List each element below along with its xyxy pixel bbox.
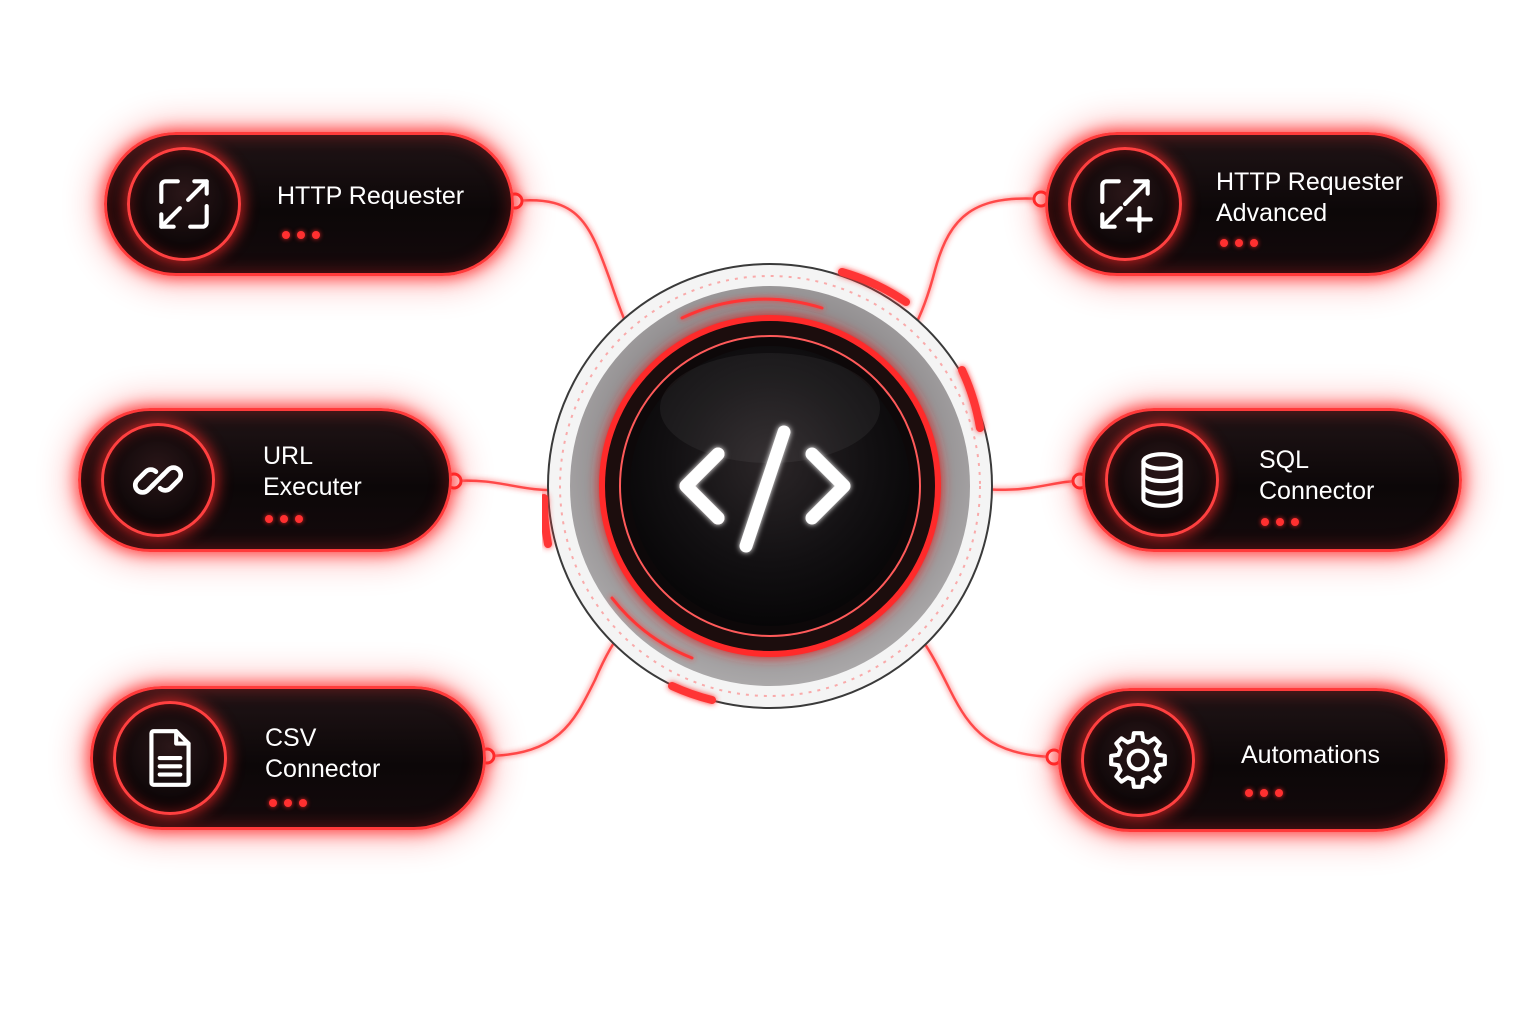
code-icon (679, 425, 851, 553)
link-icon (132, 465, 184, 495)
hub-arc-segment-top (838, 268, 910, 306)
node-icon-ring (113, 701, 227, 815)
more-dots-icon[interactable] (1220, 239, 1258, 247)
node-icon-ring (1105, 423, 1219, 537)
node-csv-connector[interactable]: CSV Connector (90, 686, 486, 830)
node-sql-connector[interactable]: SQL Connector (1082, 408, 1462, 552)
node-label: HTTP Requester Advanced (1216, 168, 1404, 227)
node-http-requester-advanced[interactable]: HTTP Requester Advanced (1045, 132, 1440, 276)
node-icon-ring (1081, 703, 1195, 817)
node-automations[interactable]: Automations (1058, 688, 1448, 832)
hub-arc-segment-left (539, 494, 552, 548)
hub-core-highlight (660, 353, 880, 463)
more-dots-icon[interactable] (1245, 789, 1283, 797)
more-dots-icon[interactable] (265, 515, 303, 523)
hub-arc-segment-inner-bottom (610, 596, 694, 660)
node-http-requester[interactable]: HTTP Requester (104, 132, 514, 276)
central-hub[interactable] (539, 258, 998, 714)
node-label: SQL Connector (1259, 446, 1375, 505)
more-dots-icon[interactable] (282, 231, 320, 239)
arrows-expand-icon (159, 179, 209, 229)
more-dots-icon[interactable] (1261, 518, 1299, 526)
node-label: CSV Connector (265, 724, 381, 783)
node-icon-ring (1068, 147, 1182, 261)
node-label: Automations (1241, 741, 1380, 769)
node-label: URL Executer (263, 442, 362, 501)
document-icon (149, 729, 191, 787)
hub-arc-segment-right (958, 366, 984, 432)
hub-tick-ring (559, 275, 981, 697)
more-dots-icon[interactable] (269, 799, 307, 807)
node-url-executer[interactable]: URL Executer (78, 408, 452, 552)
gear-icon (1109, 731, 1167, 789)
node-label: HTTP Requester (277, 182, 465, 210)
node-icon-ring (127, 147, 241, 261)
hub-arc-segment-bottom (668, 682, 716, 704)
database-icon (1141, 452, 1183, 508)
arrows-expand-plus-icon (1100, 179, 1153, 233)
hub-arc-segment-inner-top (680, 297, 824, 320)
node-icon-ring (101, 423, 215, 537)
